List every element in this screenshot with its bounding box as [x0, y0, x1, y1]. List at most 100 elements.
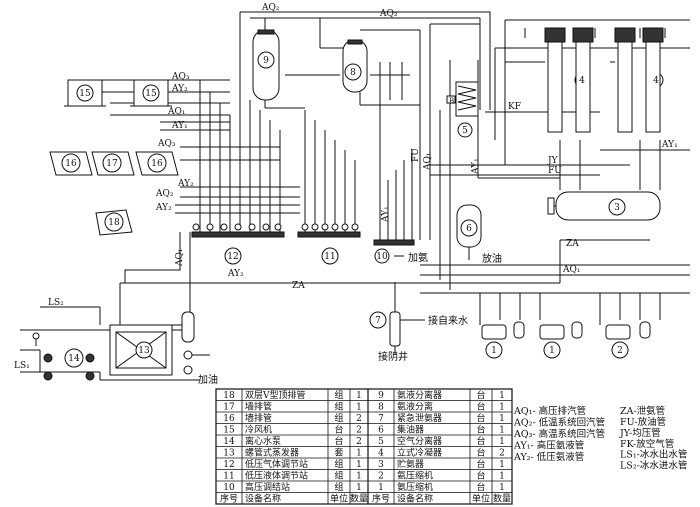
legend-item: FK-放空气管	[620, 438, 674, 450]
pipe-labels: AQ₂ AQ₂ AQ₃ AY₂ AQ₁ AY₁ AQ₃ AY₂ AQ₂ AY₂ …	[14, 3, 678, 371]
table-cell: 5	[378, 437, 384, 447]
note-tap-water: 接自来水	[428, 314, 468, 327]
table-cell: 台	[476, 389, 485, 401]
num-10: 10	[376, 252, 388, 262]
table-cell: 4	[378, 449, 384, 459]
label-ay2-bottom: AY₂	[227, 269, 244, 279]
table-cell: 10	[223, 483, 235, 493]
table-cell: 集油器	[397, 424, 424, 436]
table-cell: 套	[334, 447, 343, 459]
table-cell: 2	[356, 437, 362, 447]
label-jy: JY	[547, 156, 559, 166]
table-cell: 立式冷凝器	[397, 447, 442, 459]
legend-item: LS₁-冰水出水管	[620, 449, 687, 461]
label-ay1-v: AY₁	[471, 158, 481, 175]
label-ls1: LS₁	[14, 361, 30, 371]
num-6: 6	[466, 224, 472, 234]
table-cell: 贮氨器	[397, 458, 424, 470]
label-aq2-top-b: AQ₂	[379, 9, 398, 19]
table-cell: 15	[223, 426, 235, 436]
table-cell: 台	[476, 435, 485, 447]
table-header-cell: 设备名称	[397, 493, 433, 505]
table-cell: 18	[223, 391, 235, 401]
table-cell: 台	[476, 401, 485, 413]
label-aq2-top-a: AQ₂	[261, 3, 280, 13]
table-cell: 3	[378, 460, 384, 470]
num-2: 2	[617, 346, 623, 356]
table-cell: 氨液分离器	[397, 389, 442, 401]
table-cell: 6	[378, 426, 384, 436]
condenser-4a	[544, 27, 594, 133]
table-cell: 17	[223, 403, 235, 413]
table-cell: 1	[499, 472, 505, 482]
air-separator-5	[446, 81, 479, 138]
air-cooler-15a	[64, 79, 106, 107]
v-top-coil-18	[95, 209, 133, 236]
num-16a: 16	[65, 159, 77, 169]
valve-group-8	[285, 62, 410, 100]
legend-item: AQ₂- 低温系统回汽管	[513, 417, 605, 429]
table-cell: 16	[223, 414, 235, 424]
table-cell: 台	[476, 412, 485, 424]
num-4b: 4	[653, 76, 659, 86]
table-cell: 低压气体调节站	[245, 458, 308, 470]
label-aq1-v2: AQ₁	[423, 153, 433, 172]
label-kf: KF	[508, 102, 521, 112]
vessel-13-side	[181, 311, 195, 375]
table-cell: 1	[356, 460, 362, 470]
table-cell: 台	[476, 458, 485, 470]
table-cell: 7	[378, 414, 384, 424]
table-cell: 双层V型顶排管	[245, 389, 306, 401]
table-cell: 1	[356, 449, 362, 459]
table-cell: 台	[476, 481, 485, 493]
table-cell: 1	[499, 391, 505, 401]
table-cell: 1	[356, 391, 362, 401]
table-cell: 14	[223, 437, 235, 447]
table-cell: 1	[499, 460, 505, 470]
table-cell: 离心水泵	[245, 435, 281, 447]
emergency-discharger-7	[369, 311, 401, 347]
table-cell: 氨液分离	[397, 401, 433, 413]
table-cell: 氨压缩机	[397, 481, 433, 493]
num-1b: 1	[549, 346, 555, 356]
label-aq1-vert: AQ₁	[175, 249, 185, 268]
note-sewer: 接阴井	[378, 350, 408, 363]
table-cell: 1	[356, 483, 362, 493]
table-cell: 2	[356, 426, 362, 436]
num-15b: 15	[145, 89, 157, 99]
legend-item: AQ₁- 高压排汽管	[513, 405, 586, 417]
table-cell: 2	[378, 472, 384, 482]
note-oil-drain: 放油	[482, 252, 502, 265]
label-fu-vert: FU	[411, 148, 421, 162]
compressor-2	[605, 321, 651, 359]
table-cell: 冷风机	[245, 424, 272, 436]
num-11: 11	[324, 252, 335, 262]
table-header-cell: 序号	[372, 493, 390, 505]
pump-14	[32, 332, 95, 381]
label-za-mid: ZA	[292, 281, 305, 291]
table-header-cell: 数量	[493, 493, 511, 505]
label-aq2-mid: AQ₂	[155, 189, 174, 199]
air-cooler-15b	[130, 79, 172, 107]
legend-item: FU-放油管	[620, 416, 666, 428]
table-cell: 台	[476, 424, 485, 436]
table-cell: 12	[223, 460, 234, 470]
num-8: 8	[350, 68, 356, 78]
num-16b: 16	[151, 159, 163, 169]
table-cell: 组	[334, 401, 343, 413]
table-cell: 氨压缩机	[397, 470, 433, 482]
label-aq3-mid: AQ₃	[157, 139, 176, 149]
table-cell: 9	[378, 391, 384, 401]
num-4a: 4	[579, 76, 585, 86]
label-za-right: ZA	[566, 239, 579, 249]
compressor-1b	[539, 321, 583, 359]
table-cell: 1	[499, 437, 505, 447]
label-fu-right: FU	[548, 166, 562, 176]
oil-collector-6	[456, 204, 482, 260]
table-cell: 2	[356, 414, 362, 424]
table-cell: 1	[378, 483, 384, 493]
label-ay2-mid: AY₂	[177, 179, 194, 189]
table-cell: 墙排管	[245, 412, 272, 424]
